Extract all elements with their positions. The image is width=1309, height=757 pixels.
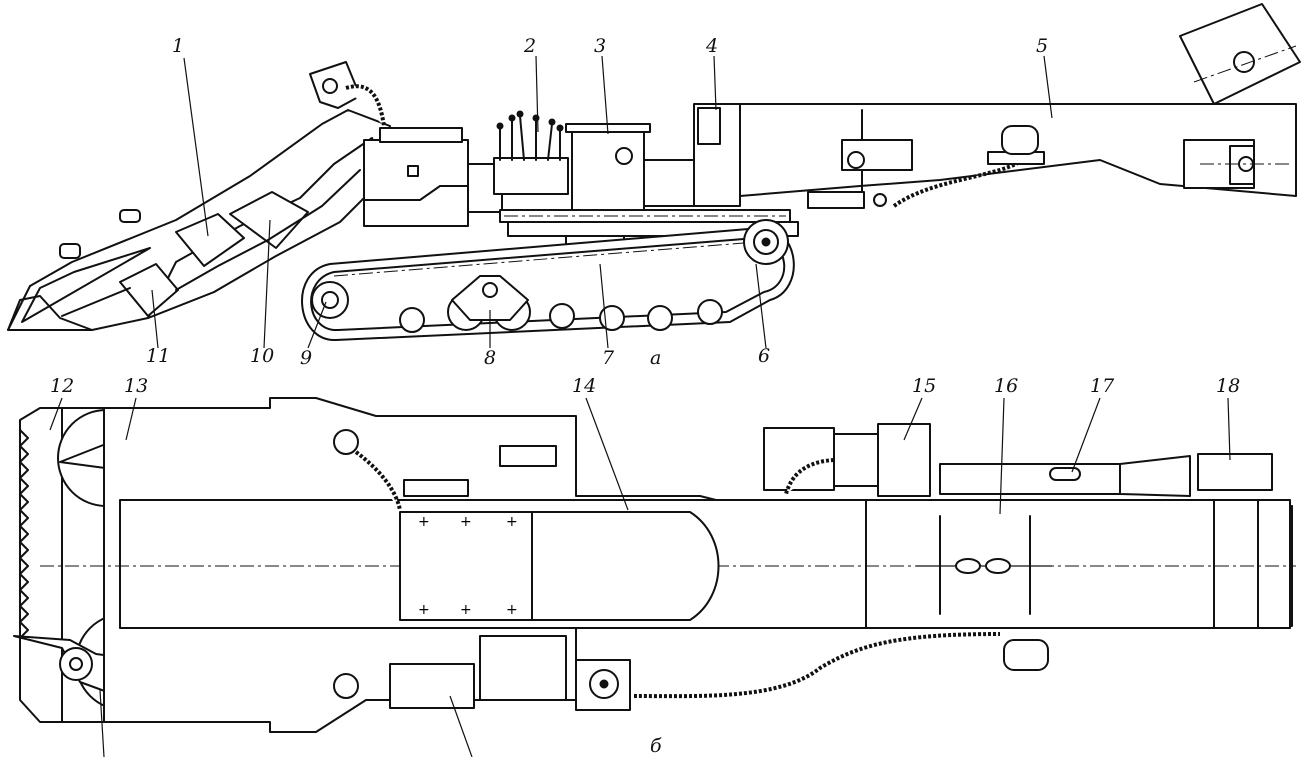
plan-leaders <box>49 397 1231 757</box>
drive-unit <box>763 423 1273 497</box>
callout-11: 11 <box>146 345 170 367</box>
conveyor-arm <box>739 3 1301 209</box>
crawler-track <box>301 219 795 342</box>
callout-17: 17 <box>1090 375 1115 397</box>
side-leaders <box>151 55 1053 349</box>
callout-7: 7 <box>602 347 615 369</box>
callout-6: 6 <box>758 345 770 367</box>
cutting-boom <box>7 109 391 331</box>
sprocket <box>916 515 1052 615</box>
callout-4: 4 <box>705 35 718 57</box>
callout-13: 13 <box>124 375 148 397</box>
callout-12: 12 <box>50 375 74 397</box>
callout-10: 10 <box>250 345 274 367</box>
svg-text:+: + <box>460 602 472 618</box>
callout-labels: 1 2 3 4 5 6 7 8 9 10 11 12 13 14 15 16 1… <box>50 35 1240 757</box>
callout-18: 18 <box>1216 375 1240 397</box>
main-body <box>363 127 503 227</box>
side-view <box>7 3 1301 349</box>
plus-markers: + + + + + + <box>418 514 518 618</box>
callout-8: 8 <box>484 347 496 369</box>
view-label-b: б <box>650 735 662 757</box>
view-label-a: а <box>650 347 661 369</box>
upper-details <box>333 429 557 511</box>
callout-14: 14 <box>572 375 596 397</box>
callout-16: 16 <box>994 375 1018 397</box>
callout-1: 1 <box>172 35 184 57</box>
electrical-block <box>693 103 741 207</box>
boom-bracket <box>309 61 386 127</box>
svg-text:+: + <box>418 514 430 530</box>
callout-2: 2 <box>523 35 536 57</box>
callout-9: 9 <box>300 347 312 369</box>
pump-unit <box>565 123 701 211</box>
svg-text:+: + <box>460 514 472 530</box>
svg-text:+: + <box>506 514 518 530</box>
svg-text:+: + <box>418 602 430 618</box>
callout-5: 5 <box>1036 35 1048 57</box>
plan-view: + + + + + + <box>13 397 1296 757</box>
plan-frame: + + + + + + <box>40 397 1296 733</box>
svg-text:+: + <box>506 602 518 618</box>
callout-15: 15 <box>912 375 936 397</box>
control-levers <box>493 110 569 195</box>
lower-details <box>333 632 1049 711</box>
callout-3: 3 <box>594 35 606 57</box>
